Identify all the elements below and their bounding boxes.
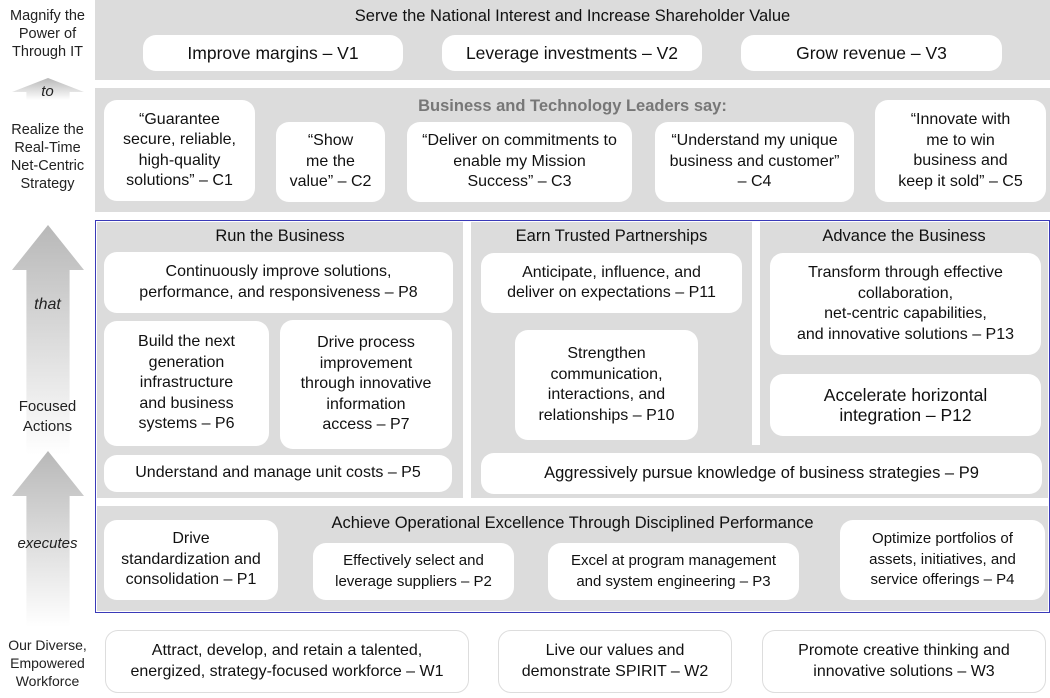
label-workforce: Our Diverse, Empowered Workforce — [8, 637, 87, 689]
label-realize: Realize the Real-Time Net-Centric Strate… — [10, 122, 85, 192]
process-p6: Build the next generation infrastructure… — [104, 321, 269, 446]
label-that: that — [34, 296, 61, 313]
process-p1: Drive standardization and consolidation … — [104, 520, 278, 600]
process-p5: Understand and manage unit costs – P5 — [104, 455, 452, 492]
label-magnify: Magnify the Power of Through IT — [10, 8, 85, 60]
process-p13: Transform through effective collaboratio… — [770, 253, 1041, 355]
earn-title: Earn Trusted Partnerships — [515, 227, 708, 245]
value-v1: Improve margins – V1 — [143, 35, 403, 71]
process-p10: Strengthen communication, interactions, … — [515, 330, 698, 440]
process-p9: Aggressively pursue knowledge of busines… — [481, 453, 1042, 494]
process-p3: Excel at program management and system e… — [548, 543, 799, 600]
process-p11: Anticipate, influence, and deliver on ex… — [481, 253, 742, 313]
customer-c1: “Guarantee secure, reliable, high-qualit… — [104, 100, 255, 201]
process-p8: Continuously improve solutions, performa… — [104, 252, 453, 313]
ops-title: Achieve Operational Excellence Through D… — [331, 514, 814, 532]
workforce-w2: Live our values and demonstrate SPIRIT –… — [498, 630, 732, 693]
label-executes: executes — [17, 535, 78, 552]
customer-title: Business and Technology Leaders say: — [418, 97, 727, 115]
value-v2: Leverage investments – V2 — [442, 35, 702, 71]
process-p7: Drive process improvement through innova… — [280, 320, 452, 449]
workforce-w1: Attract, develop, and retain a talented,… — [105, 630, 469, 693]
value-v3: Grow revenue – V3 — [741, 35, 1002, 71]
customer-c2: “Show me the value” – C2 — [276, 122, 385, 202]
label-focused-actions: Focused Actions — [18, 398, 77, 435]
workforce-w3: Promote creative thinking and innovative… — [762, 630, 1046, 693]
run-title: Run the Business — [215, 227, 345, 245]
process-p4: Optimize portfolios of assets, initiativ… — [840, 520, 1045, 600]
customer-c4: “Understand my unique business and custo… — [655, 122, 854, 202]
advance-title: Advance the Business — [822, 227, 986, 245]
customer-c3: “Deliver on commitments to enable my Mis… — [407, 122, 632, 202]
value-title: Serve the National Interest and Increase… — [354, 7, 791, 25]
customer-c5: “Innovate with me to win business and ke… — [875, 100, 1046, 202]
process-p12: Accelerate horizontal integration – P12 — [770, 374, 1041, 436]
process-p2: Effectively select and leverage supplier… — [313, 543, 514, 600]
label-to: to — [41, 83, 54, 100]
